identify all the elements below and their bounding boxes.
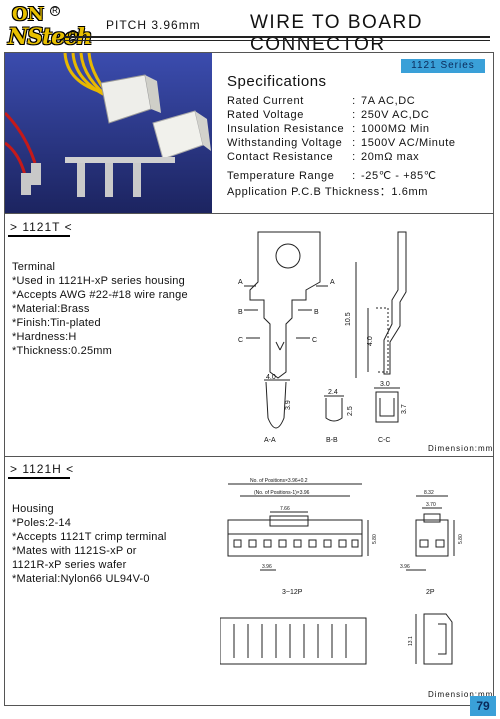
dim-4-0-aa: 4.0	[266, 374, 276, 381]
section-divider	[4, 456, 494, 457]
dimension-note: Dimension:mm	[428, 690, 494, 699]
section-divider	[4, 213, 494, 214]
series-badge: 1121 Series	[401, 59, 485, 73]
dim-pitch-total: (No. of Positions-1)×3.96	[254, 490, 310, 496]
spec-row: Insulation Resistance:1000MΩ Min	[227, 123, 430, 135]
terminal-front-view	[249, 231, 321, 379]
brand-logo: ON R NStech R	[4, 2, 93, 50]
dim-13-1: 13.1	[408, 636, 414, 646]
dim-3-96: 3.96	[262, 564, 272, 570]
content-frame	[4, 52, 494, 706]
housing-drawing: No. of Positions×3.96+0.2 (No. of Positi…	[220, 478, 464, 665]
housing-description: Housing *Poles:2-14 *Accepts 1121T crimp…	[12, 503, 167, 585]
section-tag-1121h: > 1121H <	[10, 462, 75, 476]
housing-end-view	[423, 613, 453, 665]
terminal-drawing: A A B B C C 10.5 4.0 4.0 3.9 2.4 2.5 3.0…	[238, 231, 408, 444]
dim-5-80: 5.80	[372, 534, 378, 544]
housing-front-view	[227, 519, 363, 557]
label-2p: 2P	[426, 589, 435, 596]
spec-title: Specifications	[227, 73, 327, 90]
logo-top-text: ON	[12, 4, 45, 25]
dim-3-7: 3.7	[401, 404, 408, 414]
header-rule	[64, 40, 490, 41]
section-b-b	[325, 398, 343, 422]
dim-2-5: 2.5	[347, 406, 354, 416]
spec-row: Rated Voltage:250V AC,DC	[227, 109, 430, 121]
spec-row: Contact Resistance:20mΩ max	[227, 151, 420, 163]
housing-side-view	[220, 617, 367, 665]
spec-pcb-thickness: Application P.C.B Thickness：1.6mm	[227, 186, 428, 198]
label-3-12p: 3~12P	[282, 589, 303, 596]
dim-3-70: 3.70	[426, 502, 436, 508]
page-number: 79	[470, 696, 496, 716]
label-cc: C-C	[378, 437, 390, 444]
product-photo	[5, 53, 212, 213]
header-rule	[64, 36, 490, 38]
terminal-description: Terminal *Used in 1121H-xP series housin…	[12, 261, 188, 357]
section-tag-underline	[8, 235, 70, 237]
label-a: A	[330, 279, 335, 286]
dim-7-66: 7.66	[280, 506, 290, 512]
header: ON R NStech R PITCH 3.96mm WIRE TO BOARD…	[0, 0, 500, 55]
dim-5-80-2p: 5.80	[458, 534, 464, 544]
dim-3-0: 3.0	[380, 381, 390, 388]
dim-3-96-2p: 3.96	[400, 564, 410, 570]
section-tag-underline	[8, 477, 70, 479]
label-b: B	[238, 309, 243, 316]
label-c: C	[312, 337, 317, 344]
product-photo-illustration	[5, 53, 212, 213]
section-a-a	[265, 381, 287, 429]
label-c: C	[238, 337, 243, 344]
housing-contacts	[233, 539, 359, 548]
label-bb: B-B	[326, 437, 338, 444]
dim-overall: No. of Positions×3.96+0.2	[250, 478, 308, 484]
housing-2p-view	[415, 519, 449, 557]
section-c-c	[375, 391, 399, 423]
dimension-note: Dimension:mm	[428, 444, 494, 453]
label-aa: A-A	[264, 437, 276, 444]
dim-2-4: 2.4	[328, 389, 338, 396]
registered-icon: R	[68, 30, 78, 40]
label-b: B	[314, 309, 319, 316]
section-tag-1121t: > 1121T <	[10, 220, 73, 234]
dim-4-0: 4.0	[367, 336, 374, 346]
dim-8-32: 8.32	[424, 490, 434, 496]
pitch-label: PITCH 3.96mm	[106, 18, 201, 32]
terminal-hole	[275, 243, 301, 269]
dim-3-9: 3.9	[285, 400, 292, 410]
registered-icon: R	[50, 6, 60, 16]
spec-row: Rated Current:7A AC,DC	[227, 95, 416, 107]
terminal-side-view	[383, 231, 407, 375]
dim-10-5: 10.5	[345, 312, 352, 326]
label-a: A	[238, 279, 243, 286]
specifications-panel: 1121 Series Specifications Rated Current…	[213, 53, 493, 213]
page-title: WIRE TO BOARD CONNECTOR	[250, 12, 423, 55]
spec-row: Temperature Range:-25℃ - +85℃	[227, 170, 437, 182]
spec-row: Withstanding Voltage:1500V AC/Minute	[227, 137, 456, 149]
